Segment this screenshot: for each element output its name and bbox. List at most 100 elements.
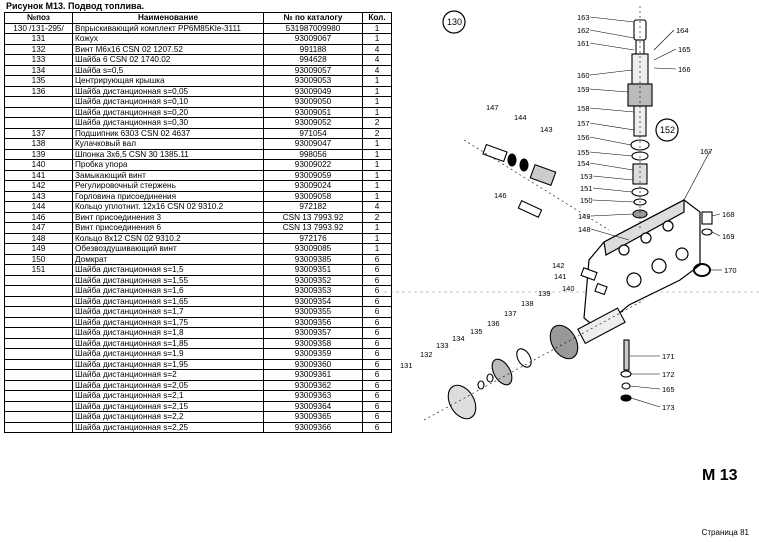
cell-quantity: 1 <box>362 190 392 202</box>
callout-144: 144 <box>514 113 527 122</box>
cell-name: Шайба дистанционная s=1,8 <box>72 327 264 339</box>
cell-name: Подшипник 6303 CSN 02 4637 <box>72 127 264 139</box>
cell-position <box>4 337 73 349</box>
callout-169: 169 <box>722 232 735 241</box>
cell-catalog-number: CSN 13 7993.92 <box>263 211 363 223</box>
camshaft-parts <box>423 267 645 421</box>
cell-catalog-number: 93009365 <box>263 411 363 423</box>
cell-position <box>4 117 73 129</box>
cell-position: 148 <box>4 232 73 244</box>
cell-catalog-number: 93009359 <box>263 348 363 360</box>
cell-name: Домкрат <box>72 253 264 265</box>
cell-catalog-number: 93009053 <box>263 75 363 87</box>
cell-name: Шайба дистанционная s=1,55 <box>72 274 264 286</box>
cell-position <box>4 390 73 402</box>
cell-quantity: 1 <box>362 222 392 234</box>
callout-171: 171 <box>662 352 675 361</box>
cell-catalog-number: 93009355 <box>263 306 363 318</box>
cell-catalog-number: 971054 <box>263 127 363 139</box>
cell-catalog-number: 93009352 <box>263 274 363 286</box>
cell-position: 130 /131-295/ <box>4 22 73 34</box>
callout-135: 135 <box>470 327 483 336</box>
cell-position: 141 <box>4 169 73 181</box>
callout-150: 150 <box>580 196 593 205</box>
cell-position <box>4 421 73 433</box>
callout-142: 142 <box>552 261 565 270</box>
cell-name: Шайба дистанционная s=0,20 <box>72 106 264 118</box>
cell-catalog-number: 93009356 <box>263 316 363 328</box>
cell-catalog-number: 991188 <box>263 43 363 55</box>
cell-name: Шайба s=0,5 <box>72 64 264 76</box>
callout-148: 148 <box>578 225 591 234</box>
cell-position: 150 <box>4 253 73 265</box>
cell-name: Шайба дистанционная s=1,95 <box>72 358 264 370</box>
callout-153: 153 <box>580 172 593 181</box>
table-row: 130 /131-295/Впрыскивающий комплект PP6M… <box>4 22 392 34</box>
cell-position: 134 <box>4 64 73 76</box>
cell-position <box>4 400 73 412</box>
callout-143: 143 <box>540 125 553 134</box>
cell-position: 135 <box>4 75 73 87</box>
cell-catalog-number: 93009057 <box>263 64 363 76</box>
cell-catalog-number: 93009051 <box>263 106 363 118</box>
cell-catalog-number: 531987009980 <box>263 22 363 34</box>
callout-157: 157 <box>577 119 590 128</box>
parts-table: №поз Наименование № по каталогу Кол. 130… <box>4 12 392 433</box>
cell-position: 143 <box>4 190 73 202</box>
cell-catalog-number: 93009024 <box>263 180 363 192</box>
cell-quantity: 1 <box>362 232 392 244</box>
callout-147: 147 <box>486 103 499 112</box>
callout-labels: 163 162 161 160 159 158 157 156 155 154 … <box>400 13 737 412</box>
cell-position: 142 <box>4 180 73 192</box>
cell-catalog-number: 93009050 <box>263 96 363 108</box>
cell-name: Шайба дистанционная s=2,05 <box>72 379 264 391</box>
cell-name: Шайба дистанционная s=1,6 <box>72 285 264 297</box>
cell-quantity: 2 <box>362 211 392 223</box>
cell-name: Шайба дистанционная s=0,10 <box>72 96 264 108</box>
cell-name: Шайба дистанционная s=1,85 <box>72 337 264 349</box>
cell-position: 137 <box>4 127 73 139</box>
cell-catalog-number: CSN 13 7993.92 <box>263 222 363 234</box>
cell-position <box>4 327 73 339</box>
callout-163: 163 <box>577 13 590 22</box>
cell-name: Винт присоединения 3 <box>72 211 264 223</box>
cell-name: Впрыскивающий комплект PP6M85Kle-3111 <box>72 22 264 34</box>
cell-quantity: 4 <box>362 201 392 213</box>
cell-name: Винт присоединения 6 <box>72 222 264 234</box>
cell-name: Шайба дистанционная s=1,75 <box>72 316 264 328</box>
cell-name: Шайба дистанционная s=2 <box>72 369 264 381</box>
cell-catalog-number: 972182 <box>263 201 363 213</box>
cell-catalog-number: 93009047 <box>263 138 363 150</box>
cell-name: Шайба дистанционная s=2,2 <box>72 411 264 423</box>
cell-catalog-number: 93009085 <box>263 243 363 255</box>
cell-position <box>4 274 73 286</box>
cell-catalog-number: 994628 <box>263 54 363 66</box>
cell-catalog-number: 93009058 <box>263 190 363 202</box>
callout-149: 149 <box>578 212 591 221</box>
callout-140: 140 <box>562 284 575 293</box>
cell-catalog-number: 998056 <box>263 148 363 160</box>
cell-catalog-number: 93009353 <box>263 285 363 297</box>
cell-name: Шайба дистанционная s=0,30 <box>72 117 264 129</box>
inlet-fittings <box>463 139 610 231</box>
callout-131: 131 <box>400 361 413 370</box>
callout-156: 156 <box>577 133 590 142</box>
